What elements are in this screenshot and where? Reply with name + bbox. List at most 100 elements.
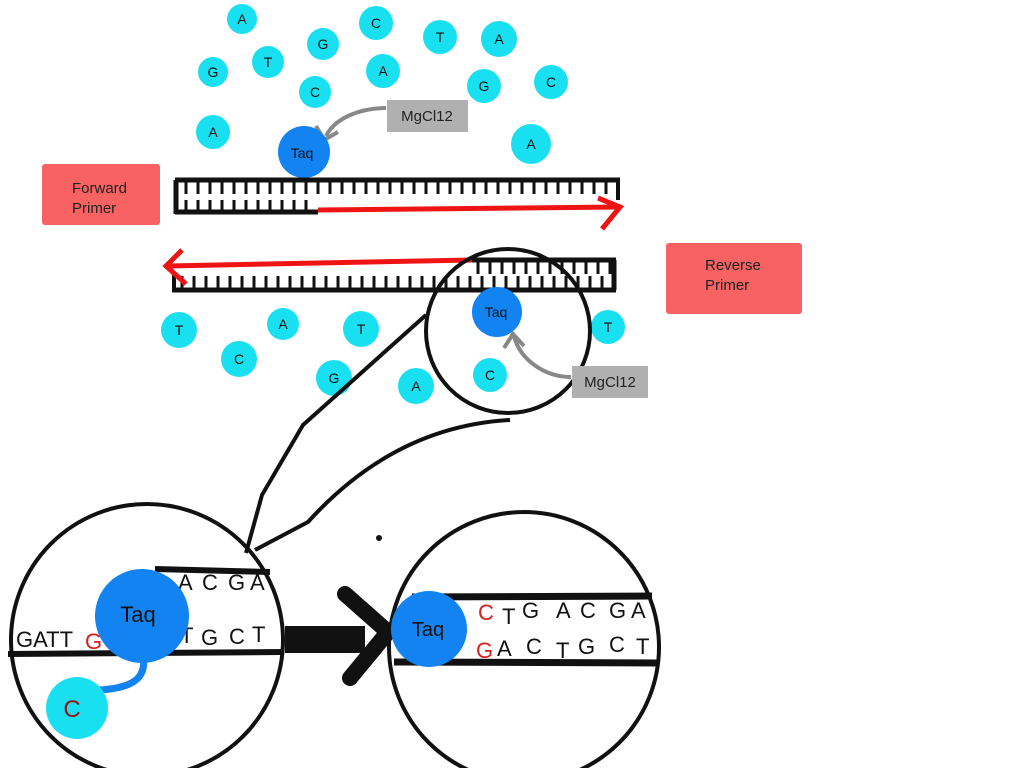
svg-text:T: T bbox=[604, 319, 613, 335]
template-top-sequence: A C G A bbox=[178, 570, 265, 595]
nucleotide: A bbox=[227, 4, 257, 34]
nucleotide: G bbox=[198, 57, 228, 87]
svg-text:C: C bbox=[478, 600, 494, 625]
svg-text:A: A bbox=[278, 316, 288, 332]
nucleotide: T bbox=[252, 46, 284, 78]
svg-text:C: C bbox=[229, 624, 245, 649]
svg-text:MgCl12: MgCl12 bbox=[584, 374, 636, 391]
base-ticks bbox=[476, 260, 612, 274]
svg-text:T: T bbox=[357, 321, 366, 337]
svg-text:T: T bbox=[175, 322, 184, 338]
svg-text:GATT: GATT bbox=[16, 627, 73, 652]
svg-text:MgCl12: MgCl12 bbox=[401, 108, 453, 125]
base-ticks bbox=[184, 180, 608, 194]
svg-text:Primer: Primer bbox=[72, 200, 116, 217]
base-ticks bbox=[184, 200, 308, 212]
incoming-nucleotide: C bbox=[46, 677, 108, 739]
svg-text:A: A bbox=[526, 136, 536, 152]
nucleotides-top: A C T A G G T A G C C A A bbox=[196, 4, 568, 164]
zoom-connector bbox=[244, 313, 511, 554]
nucleotide: G bbox=[316, 360, 352, 396]
mgcl-box-bottom: MgCl12 bbox=[572, 366, 648, 398]
svg-text:T: T bbox=[264, 54, 273, 70]
svg-text:A: A bbox=[178, 570, 193, 595]
mgcl-box-top: MgCl12 bbox=[387, 100, 468, 132]
svg-text:A: A bbox=[378, 63, 388, 79]
svg-text:T: T bbox=[636, 634, 649, 659]
nucleotide: C bbox=[221, 341, 257, 377]
svg-text:A: A bbox=[208, 124, 218, 140]
svg-text:C: C bbox=[202, 570, 218, 595]
forward-primer-label: Forward Primer bbox=[42, 164, 160, 225]
nucleotide: G bbox=[467, 69, 501, 103]
taq-enzyme-left: Taq bbox=[95, 569, 189, 663]
svg-text:G: G bbox=[578, 634, 595, 659]
svg-text:G: G bbox=[522, 598, 539, 623]
svg-text:Reverse: Reverse bbox=[705, 257, 761, 274]
svg-text:T: T bbox=[556, 638, 569, 663]
svg-text:Forward: Forward bbox=[72, 180, 127, 197]
step-arrow bbox=[285, 586, 396, 686]
svg-text:C: C bbox=[485, 367, 495, 383]
mgcl-arrow-top bbox=[324, 106, 387, 138]
forward-extension-arrow bbox=[317, 195, 625, 231]
nucleotide: C bbox=[359, 6, 393, 40]
nucleotide: A bbox=[511, 124, 551, 164]
svg-text:C: C bbox=[526, 634, 542, 659]
svg-text:G: G bbox=[609, 598, 626, 623]
svg-text:C: C bbox=[580, 598, 596, 623]
svg-text:A: A bbox=[237, 11, 247, 27]
nucleotide: A bbox=[267, 308, 299, 340]
nucleotides-bottom: T A T T C G A C bbox=[161, 308, 625, 404]
svg-text:A: A bbox=[631, 598, 646, 623]
nucleotide: T bbox=[161, 312, 197, 348]
svg-text:A: A bbox=[494, 31, 504, 47]
svg-text:A: A bbox=[556, 598, 571, 623]
svg-text:G: G bbox=[208, 64, 219, 80]
svg-text:Taq: Taq bbox=[485, 304, 508, 320]
nucleotide: A bbox=[481, 21, 517, 57]
template-bottom-sequence: GATT G T G C T bbox=[16, 622, 265, 654]
svg-text:A: A bbox=[250, 570, 265, 595]
zoom-circle-right: C T G A C G A G A C T G C T Taq bbox=[387, 510, 661, 768]
svg-text:Primer: Primer bbox=[705, 277, 749, 294]
svg-text:G: G bbox=[228, 570, 245, 595]
new-strand-top-sequence: C T G A C G A bbox=[478, 598, 646, 629]
nucleotide: G bbox=[307, 28, 339, 60]
taq-enzyme-right: Taq bbox=[391, 591, 467, 667]
nucleotide: T bbox=[591, 310, 625, 344]
svg-text:C: C bbox=[63, 696, 80, 723]
mgcl-arrow-bottom bbox=[512, 335, 572, 379]
svg-text:G: G bbox=[329, 370, 340, 386]
nucleotide: C bbox=[534, 65, 568, 99]
svg-text:G: G bbox=[476, 638, 493, 663]
svg-text:A: A bbox=[497, 636, 512, 661]
nucleotide: A bbox=[366, 54, 400, 88]
svg-text:C: C bbox=[234, 351, 244, 367]
svg-text:G: G bbox=[479, 78, 490, 94]
svg-text:T: T bbox=[252, 622, 265, 647]
svg-text:C: C bbox=[371, 15, 381, 31]
nucleotide: A bbox=[196, 115, 230, 149]
stray-dot bbox=[376, 535, 382, 541]
svg-text:G: G bbox=[85, 629, 102, 654]
svg-text:T: T bbox=[436, 29, 445, 45]
svg-text:Taq: Taq bbox=[120, 602, 155, 627]
zoom-circle-left: A C G A GATT G T G C T Taq C bbox=[7, 502, 285, 768]
svg-text:Taq: Taq bbox=[412, 619, 444, 641]
zoom-circle-small bbox=[424, 247, 592, 415]
new-strand-bottom-sequence: G A C T G C T bbox=[476, 632, 649, 663]
svg-text:A: A bbox=[411, 378, 421, 394]
nucleotide: T bbox=[423, 20, 457, 54]
nucleotide: C bbox=[299, 76, 331, 108]
svg-text:G: G bbox=[201, 625, 218, 650]
nucleotide: T bbox=[343, 311, 379, 347]
svg-text:C: C bbox=[310, 84, 320, 100]
nucleotide: A bbox=[398, 368, 434, 404]
svg-text:Taq: Taq bbox=[291, 145, 314, 161]
svg-text:T: T bbox=[502, 604, 515, 629]
nucleotide: C bbox=[473, 358, 507, 392]
mgcl-arrowhead-bottom bbox=[502, 330, 526, 350]
svg-text:G: G bbox=[318, 36, 329, 52]
